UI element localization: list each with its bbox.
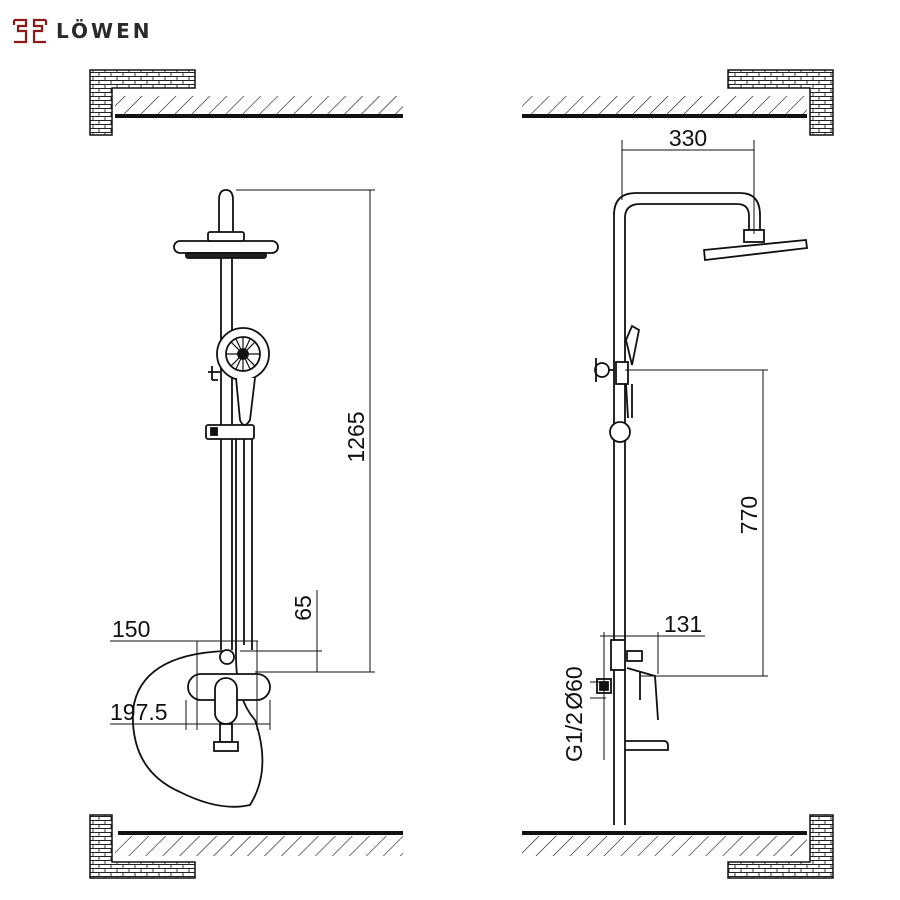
side-shower-assembly [594, 192, 809, 825]
dim-valve-depth: 131 [664, 611, 702, 637]
front-dimension-lines [110, 189, 375, 730]
dim-outlet-spacing: 150 [112, 616, 150, 642]
brand-mark-icon [12, 18, 48, 44]
front-shower-assembly [131, 189, 279, 808]
dim-total-height: 1265 [343, 411, 369, 462]
dim-head-reach: 330 [669, 125, 707, 151]
side-ceiling [522, 69, 834, 136]
side-dimension-lines [590, 140, 768, 760]
dim-thread: G1/2 [561, 712, 587, 762]
front-floor [89, 814, 403, 879]
dim-escutcheon-diameter: Ø60 [561, 666, 587, 709]
front-ceiling [89, 69, 403, 136]
dim-handle-offset: 65 [290, 595, 316, 621]
dim-valve-width: 197.5 [110, 699, 168, 725]
brand-name: LÖWEN [56, 19, 153, 43]
dim-slider-height: 770 [736, 496, 762, 534]
brand-logo: LÖWEN [10, 14, 153, 48]
side-floor [522, 814, 834, 879]
